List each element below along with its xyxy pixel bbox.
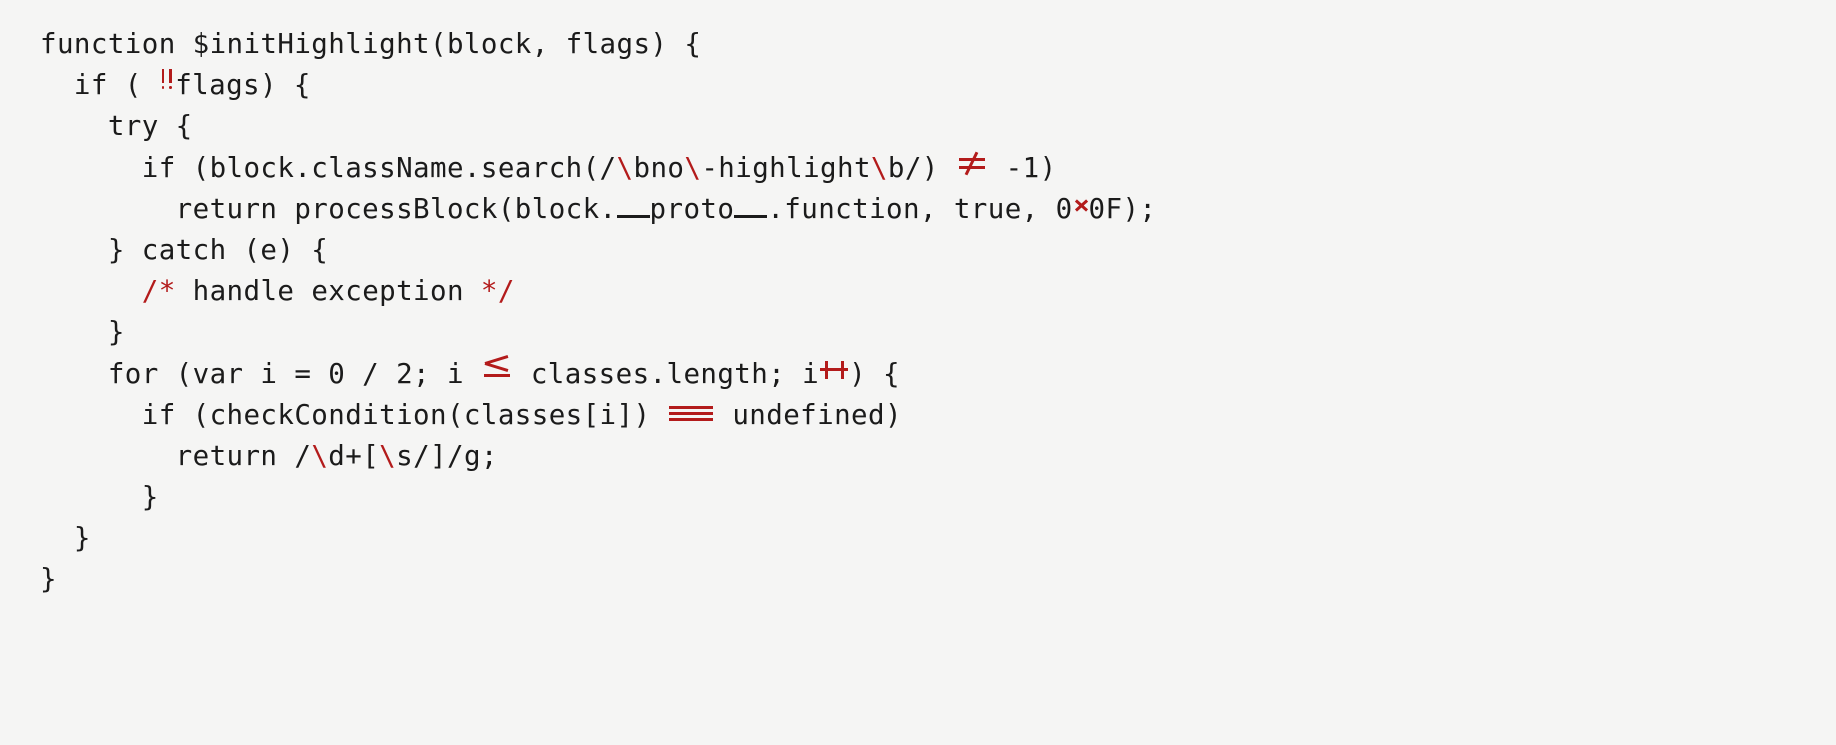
- code-token: return processBlock(block.: [40, 192, 617, 225]
- code-token-escape: \: [311, 439, 329, 472]
- code-token-comment-delimiter: */: [480, 275, 515, 308]
- code-line: }: [40, 559, 1836, 600]
- code-token: s/]/g;: [396, 439, 498, 472]
- code-token: ) {: [849, 357, 900, 390]
- code-lines: function $initHighlight(block, flags) { …: [40, 24, 1836, 601]
- code-token: }: [40, 316, 125, 349]
- code-token: [40, 275, 142, 307]
- code-token-escape: \: [616, 151, 634, 184]
- code-token-comment-text: handle exception: [175, 275, 481, 308]
- code-token: 0F);: [1088, 192, 1157, 225]
- code-token: function $initHighlight(block, flags) {: [40, 28, 702, 60]
- code-line: function $initHighlight(block, flags) {: [40, 24, 1836, 65]
- code-token: }: [40, 522, 91, 555]
- code-token: undefined): [715, 398, 902, 431]
- code-line: return processBlock(block. proto .function…: [40, 189, 1836, 230]
- code-line: try {: [40, 106, 1836, 147]
- code-token-escape: \: [684, 151, 702, 184]
- code-line: }: [40, 312, 1836, 353]
- code-line: } catch (e) {: [40, 230, 1836, 271]
- code-token-escape: \: [870, 151, 888, 184]
- code-line: if ( flags) {: [40, 65, 1836, 106]
- ligature-double-underscore: [734, 191, 768, 218]
- code-token: } catch (e) {: [40, 233, 329, 266]
- code-token: if (block.className.search(/: [40, 151, 617, 184]
- code-line: }: [40, 477, 1836, 518]
- ligature-not-equal: [956, 150, 989, 177]
- code-token: d+[: [328, 439, 380, 472]
- ligature-less-equal: [481, 355, 514, 383]
- code-token: proto: [649, 192, 735, 225]
- ligature-strict-equal: [667, 397, 715, 424]
- code-token-escape: \: [379, 439, 397, 472]
- code-token: if (checkCondition(classes[i]): [40, 398, 668, 431]
- code-line: /* handle exception */: [40, 271, 1836, 312]
- code-line: if (block.className.search(/\bno\-highli…: [40, 148, 1836, 189]
- ligature-double-underscore: [616, 191, 650, 218]
- code-token: -1): [988, 151, 1057, 184]
- code-token: flags) {: [175, 69, 311, 102]
- code-content[interactable]: function $initHighlight(block, flags) { …: [40, 24, 1836, 601]
- code-token: if (: [40, 69, 159, 102]
- code-token: }: [40, 563, 57, 596]
- code-token: b/): [887, 151, 956, 184]
- ligature-times: [1073, 191, 1089, 218]
- code-line: for (var i = 0 / 2; i classes.length; i)…: [40, 354, 1836, 395]
- code-line: return /\d+[\s/]/g;: [40, 436, 1836, 477]
- ligature-increment: [819, 356, 849, 383]
- code-token-comment-delimiter: /*: [141, 275, 176, 308]
- code-line: if (checkCondition(classes[i]) undefined…: [40, 395, 1836, 436]
- code-token: return /: [40, 439, 312, 472]
- code-token: .function, true, 0: [767, 192, 1073, 225]
- code-token: }: [40, 481, 159, 514]
- code-token: for (var i = 0 / 2; i: [40, 357, 481, 390]
- code-token: bno: [633, 151, 685, 184]
- code-line: }: [40, 518, 1836, 559]
- code-token: -highlight: [701, 151, 871, 184]
- code-token: try {: [40, 110, 193, 143]
- code-token: classes.length; i: [513, 357, 820, 390]
- ligature-double-bang: [159, 67, 176, 94]
